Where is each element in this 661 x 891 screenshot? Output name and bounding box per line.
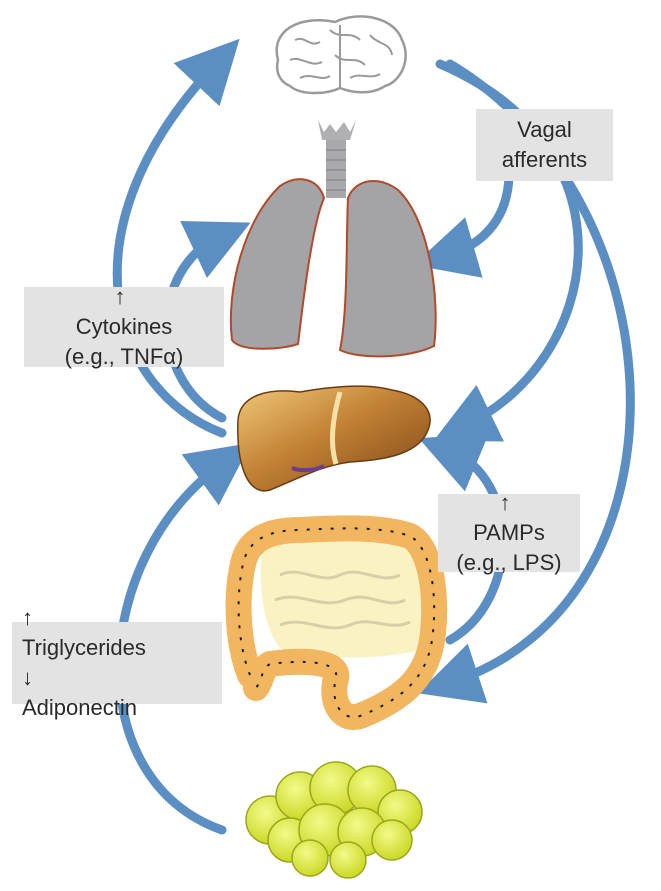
liver-icon bbox=[237, 385, 431, 492]
vagal-afferents-label: Vagal afferents bbox=[476, 109, 613, 181]
lungs-icon bbox=[229, 120, 437, 358]
vagal-label-line1: Vagal bbox=[517, 117, 572, 142]
triglycerides-adiponectin-label: ↑ Triglycerides ↓ Adiponectin bbox=[12, 605, 222, 720]
up-arrow-icon: ↑ bbox=[114, 284, 126, 309]
pamps-label: ↑ PAMPs (e.g., LPS) bbox=[438, 490, 580, 575]
down-arrow-icon: ↓ bbox=[22, 665, 33, 690]
intestine-icon bbox=[225, 515, 448, 730]
brain-icon bbox=[275, 15, 407, 95]
cytokines-label: ↑ Cytokines (e.g., TNFα) bbox=[24, 284, 224, 369]
cytokines-label-line2: (e.g., TNFα) bbox=[64, 344, 184, 369]
adipose-tissue-icon bbox=[245, 761, 423, 879]
triglycerides-text: Triglycerides bbox=[22, 635, 146, 660]
pamps-label-line2: (e.g., LPS) bbox=[456, 550, 562, 575]
pamps-label-line1: PAMPs bbox=[473, 520, 545, 545]
vagal-label-line2: afferents bbox=[501, 147, 588, 172]
up-arrow-icon: ↑ bbox=[499, 490, 511, 515]
cytokines-label-line1: Cytokines bbox=[75, 314, 173, 339]
adiponectin-text: Adiponectin bbox=[22, 695, 137, 720]
up-arrow-icon: ↑ bbox=[22, 605, 33, 630]
